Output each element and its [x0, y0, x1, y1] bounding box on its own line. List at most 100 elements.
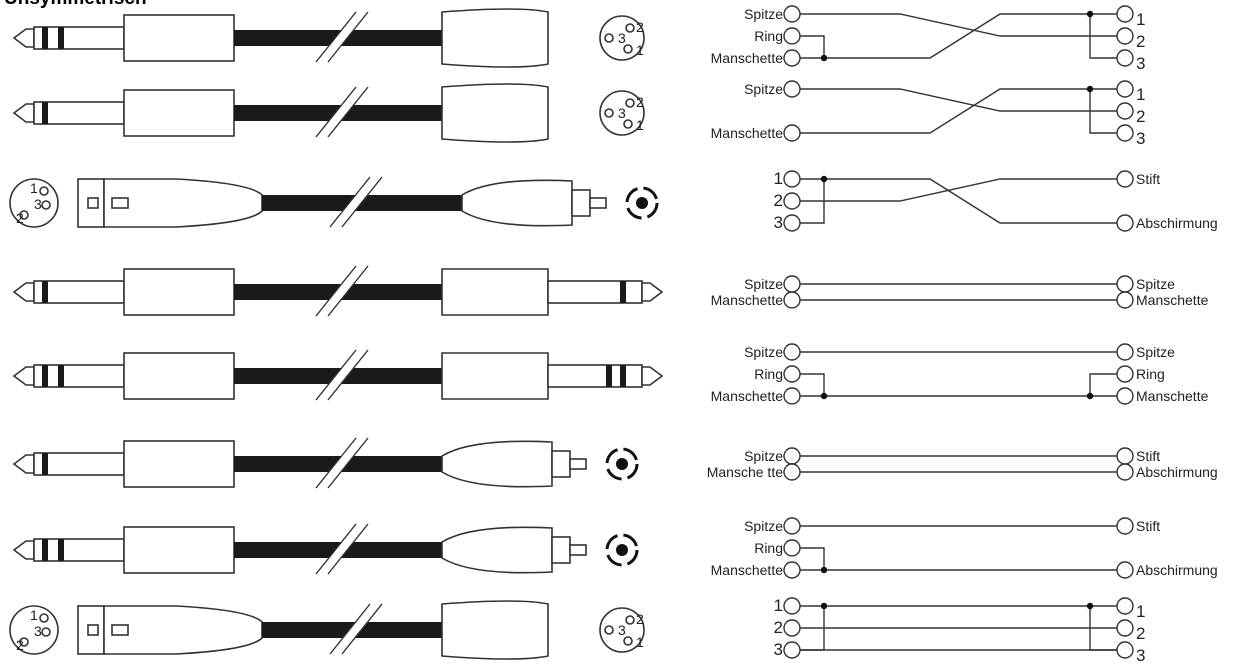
- terminal: [783, 192, 801, 210]
- xlr-pin: [39, 186, 49, 196]
- jack-shaft: [547, 364, 643, 388]
- xlr-pin-label: 1: [636, 42, 644, 58]
- rca-body: [441, 526, 553, 574]
- cable-break-line: [341, 176, 383, 228]
- xlr-pin-hole: [623, 119, 633, 129]
- pin-label-right: 1: [1136, 10, 1145, 29]
- jack-insulator-ring: [42, 27, 48, 49]
- rca-pin: [589, 197, 607, 209]
- pin-label-left: Mansche tte: [707, 464, 783, 480]
- pin-label-left: Manschette: [711, 125, 784, 141]
- rca-body: [461, 179, 573, 227]
- jack-shaft: [547, 280, 643, 304]
- terminal: [1116, 619, 1134, 637]
- xlr-pin-label: 2: [16, 637, 24, 653]
- pin-label-right: Abschirmung: [1136, 464, 1218, 480]
- terminal: [783, 124, 801, 142]
- pin-label-right: 3: [1136, 54, 1145, 73]
- jack-tip: [12, 366, 35, 386]
- pin-label-right: 1: [1136, 602, 1145, 621]
- xlr-pin-hole: [623, 44, 633, 54]
- wire: [1089, 14, 1117, 59]
- pin-label-right: Spitze: [1136, 276, 1175, 292]
- junction-dot: [820, 392, 828, 400]
- xlr-latch: [87, 197, 99, 209]
- terminal: [1116, 214, 1134, 232]
- xlr-pin-label: 3: [618, 622, 626, 638]
- pin-label-left: Spitze: [744, 6, 783, 22]
- terminal: [1116, 463, 1134, 481]
- rca-face-pin: [616, 544, 628, 556]
- pin-label-right: Abschirmung: [1136, 215, 1218, 231]
- junction-dot: [1086, 85, 1094, 93]
- xlr-pin-label: 1: [30, 607, 38, 623]
- jack-tip: [12, 28, 35, 48]
- terminal: [783, 170, 801, 188]
- jack-insulator-ring: [58, 27, 64, 49]
- plug-sleeve-body: [123, 440, 235, 488]
- pin-label-right: 2: [1136, 107, 1145, 126]
- cable-break-line: [329, 603, 371, 655]
- xlr-pin-label: 1: [636, 634, 644, 650]
- rca-face-pin: [616, 458, 628, 470]
- terminal: [783, 343, 801, 361]
- jack-insulator-ring: [58, 365, 64, 387]
- xlr-pin: [19, 637, 29, 647]
- pin-label-left: 1: [774, 169, 783, 188]
- rca-pin: [569, 544, 587, 556]
- pin-label-left: 1: [774, 596, 783, 615]
- wire: [800, 373, 825, 396]
- jack-tip: [641, 366, 664, 386]
- plug-sleeve-body: [123, 526, 235, 574]
- xlr-pin-hole: [625, 615, 635, 625]
- terminal: [1116, 275, 1134, 293]
- terminal: [1116, 343, 1134, 361]
- xlr-pin-label: 2: [636, 611, 644, 627]
- pin-label-left: Ring: [754, 28, 783, 44]
- terminal: [1116, 561, 1134, 579]
- jack-insulator-ring: [58, 539, 64, 561]
- jack-tip: [12, 454, 35, 474]
- wire: [800, 13, 1117, 37]
- xlr-pin-label: 3: [34, 623, 42, 639]
- terminal: [1116, 641, 1134, 659]
- xlr-pin: [39, 613, 49, 623]
- cable-row: 231: [12, 83, 645, 143]
- junction-dot: [820, 602, 828, 610]
- terminal: [1116, 27, 1134, 45]
- xlr-pin: [41, 200, 51, 210]
- pin-label-right: 3: [1136, 129, 1145, 148]
- junction-dot: [820, 566, 828, 574]
- cable-break-line: [329, 176, 371, 228]
- pin-label-right: 1: [1136, 85, 1145, 104]
- rca-body: [441, 440, 553, 488]
- pin-label-left: Spitze: [744, 344, 783, 360]
- xlr-pin-label: 2: [16, 210, 24, 226]
- terminal: [783, 619, 801, 637]
- xlr-pin-label: 3: [34, 196, 42, 212]
- pin-label-left: Manschette: [711, 562, 784, 578]
- pin-label-left: Manschette: [711, 388, 784, 404]
- terminal: [1116, 365, 1134, 383]
- plug-sleeve-body: [123, 14, 235, 62]
- terminal: [783, 517, 801, 535]
- terminal: [1116, 170, 1134, 188]
- cable-break-gap: [318, 521, 366, 577]
- cable-break-line: [327, 86, 369, 138]
- xlr-pin-label: 3: [618, 30, 626, 46]
- terminal: [783, 80, 801, 98]
- terminal: [783, 27, 801, 45]
- terminal: [1116, 80, 1134, 98]
- wire: [800, 88, 1117, 134]
- terminal: [783, 463, 801, 481]
- wire: [800, 547, 825, 570]
- pin-label-left: Spitze: [744, 518, 783, 534]
- plug-sleeve-body: [441, 268, 549, 316]
